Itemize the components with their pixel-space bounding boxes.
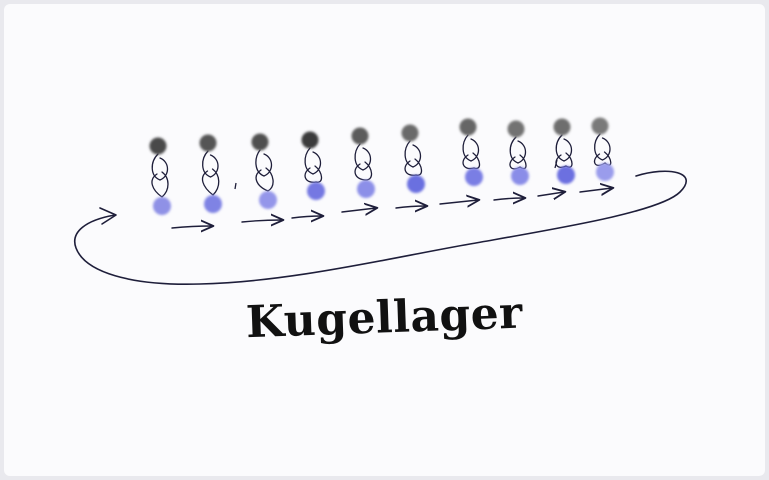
loop-arrowhead — [99, 207, 117, 225]
molecule — [149, 137, 171, 215]
linker-loop — [593, 133, 612, 167]
molecule — [401, 124, 425, 193]
gray-ball — [251, 133, 269, 151]
flow-arrow — [493, 198, 524, 200]
linker-loop — [404, 140, 423, 176]
linker-loop — [255, 149, 274, 192]
blue-ball — [557, 166, 575, 184]
flow-arrow — [291, 216, 322, 218]
gray-ball — [149, 137, 167, 155]
blue-ball — [204, 195, 222, 213]
circulation-loop — [74, 170, 687, 285]
flow-arrow — [341, 208, 376, 212]
molecule — [301, 131, 325, 200]
flow-arrow — [241, 220, 282, 222]
paper-sheet — [4, 4, 765, 476]
gray-ball — [553, 118, 571, 136]
flow-arrow — [395, 206, 426, 208]
linker-loop — [354, 143, 373, 181]
linker-loop — [151, 153, 169, 198]
blue-ball — [511, 167, 529, 185]
molecule — [507, 120, 529, 185]
flow-arrow — [439, 200, 478, 204]
flow-arrow — [579, 188, 612, 192]
blue-ball — [259, 191, 277, 209]
molecule — [591, 117, 614, 181]
blue-ball — [407, 175, 425, 193]
blue-ball — [465, 168, 483, 186]
gray-ball — [199, 134, 217, 152]
gray-ball — [401, 124, 419, 142]
blue-ball — [153, 197, 171, 215]
flow-arrow — [537, 192, 564, 196]
linker-loop — [304, 147, 323, 183]
molecule — [199, 134, 222, 213]
linker-loop — [555, 134, 573, 168]
blue-ball — [357, 180, 375, 198]
linker-loop — [201, 150, 220, 196]
molecule — [553, 118, 575, 184]
gray-ball — [591, 117, 609, 135]
stray-mark — [234, 182, 237, 190]
molecule — [251, 133, 277, 209]
blue-ball — [307, 182, 325, 200]
gray-ball — [459, 118, 477, 136]
gray-ball — [507, 120, 525, 138]
flow-arrow — [171, 226, 212, 228]
molecule — [459, 118, 483, 186]
molecule — [351, 127, 375, 198]
linker-loop — [509, 136, 527, 170]
blue-ball — [596, 163, 614, 181]
gray-ball — [351, 127, 369, 145]
gray-ball — [301, 131, 319, 149]
linker-loop — [462, 134, 481, 170]
